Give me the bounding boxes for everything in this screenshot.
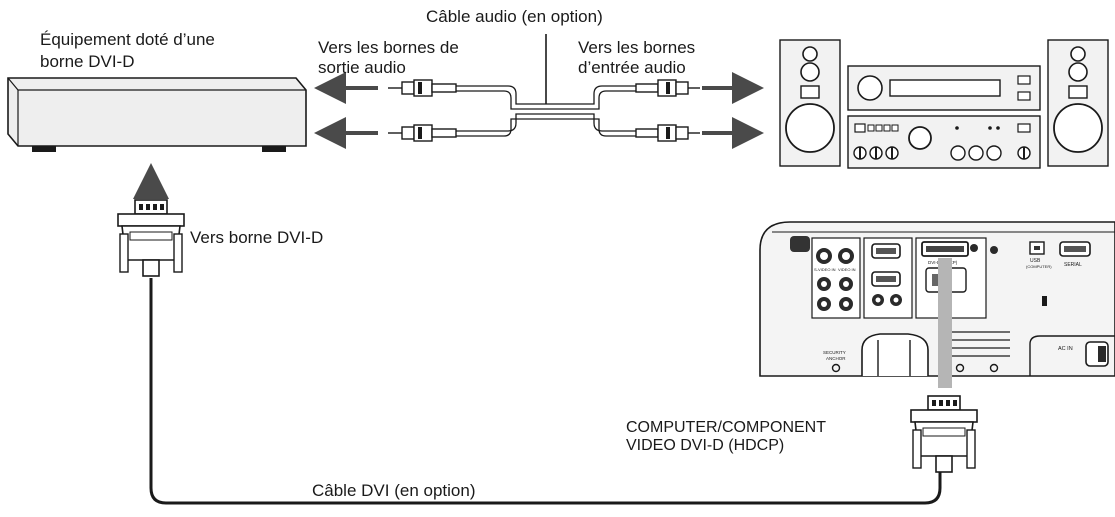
projector-port-label-line1: COMPUTER/COMPONENT: [626, 419, 826, 436]
equipment-label-line2: borne DVI-D: [40, 52, 135, 71]
projector-port-label-line2: VIDEO DVI-D (HDCP): [626, 437, 785, 454]
amplifier-unit: [847, 115, 1041, 169]
rca-plug-left-bottom: [388, 124, 457, 142]
dvi-equipment-box: [7, 77, 307, 152]
left-speaker: [779, 39, 841, 167]
panel-label-serial: SERIAL: [1064, 262, 1082, 268]
rca-plug-left-top: [388, 79, 457, 97]
projector-panel: S-VIDEO IN VIDEO IN DVI-D (HDCP) USB (C: [759, 221, 1115, 377]
dvi-cable-label: Câble DVI (en option): [312, 481, 476, 500]
panel-label-usb-sub: (COMPUTER): [1026, 264, 1052, 269]
audio-in-label-line1: Vers les bornes: [578, 38, 696, 57]
rca-plug-right-top: [635, 79, 700, 97]
dvi-connector-projector: [910, 395, 978, 473]
audio-out-label-line2: sortie audio: [318, 58, 406, 77]
right-speaker: [1047, 39, 1109, 167]
rca-plug-right-bottom: [635, 124, 700, 142]
panel-label-security: SECURITY: [823, 350, 846, 355]
panel-label-anchor: ANCHOR: [826, 356, 846, 361]
equipment-label-line1: Équipement doté d’une: [40, 30, 215, 49]
audio-out-label-line1: Vers les bornes de: [318, 38, 459, 57]
panel-label-svideo: S-VIDEO IN: [814, 267, 836, 272]
panel-label-ac-in: AC IN: [1058, 346, 1073, 352]
audio-cable: [388, 34, 700, 142]
dvi-cable: [149, 278, 942, 505]
audio-out-arrows: [314, 72, 378, 149]
stereo-system: [779, 39, 1109, 169]
audio-in-label-line2: d’entrée audio: [578, 58, 686, 77]
dvi-terminal-label: Vers borne DVI-D: [190, 228, 324, 247]
panel-label-usb: USB: [1030, 258, 1041, 264]
projector-dvi-lead: [938, 258, 952, 388]
audio-in-arrows: [702, 72, 764, 149]
panel-label-video: VIDEO IN: [838, 267, 856, 272]
dvi-connector-equipment: [117, 199, 185, 277]
tuner-unit: [847, 65, 1041, 111]
audio-cable-label: Câble audio (en option): [426, 7, 603, 26]
